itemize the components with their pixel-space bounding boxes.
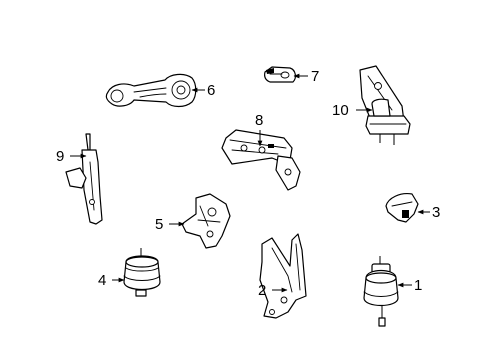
part-9-vertical-bracket (65, 133, 103, 225)
callout-label-6: 6 (207, 82, 215, 99)
callout-4: 4 (98, 272, 125, 289)
callout-label-8: 8 (255, 112, 263, 129)
part-2-engine-bracket (259, 233, 307, 319)
callout-7: 7 (293, 68, 319, 85)
callout-label-10: 10 (332, 102, 349, 119)
callout-5: 5 (155, 216, 185, 233)
part-7-bracket (264, 66, 296, 83)
part-3-mount-block (385, 193, 419, 223)
callout-label-1: 1 (414, 277, 422, 294)
part-4-hydraulic-mount (123, 248, 161, 297)
callout-8: 8 (255, 112, 263, 147)
callout-3: 3 (417, 204, 440, 221)
callout-label-5: 5 (155, 216, 163, 233)
callout-label-4: 4 (98, 272, 106, 289)
part-8-crossmember-bracket (221, 129, 301, 191)
callout-2: 2 (258, 282, 288, 299)
callout-label-7: 7 (311, 68, 319, 85)
part-10-transmission-mount (359, 65, 411, 145)
callout-label-9: 9 (56, 148, 64, 165)
part-5-engine-bracket (181, 193, 231, 249)
callout-label-2: 2 (258, 282, 266, 299)
callout-1: 1 (397, 277, 422, 294)
callout-label-3: 3 (432, 204, 440, 221)
part-1-engine-mount (363, 256, 399, 327)
callout-6: 6 (191, 82, 215, 99)
part-6-torque-strut (105, 73, 197, 108)
callout-10: 10 (332, 102, 373, 119)
callout-9: 9 (56, 148, 87, 165)
